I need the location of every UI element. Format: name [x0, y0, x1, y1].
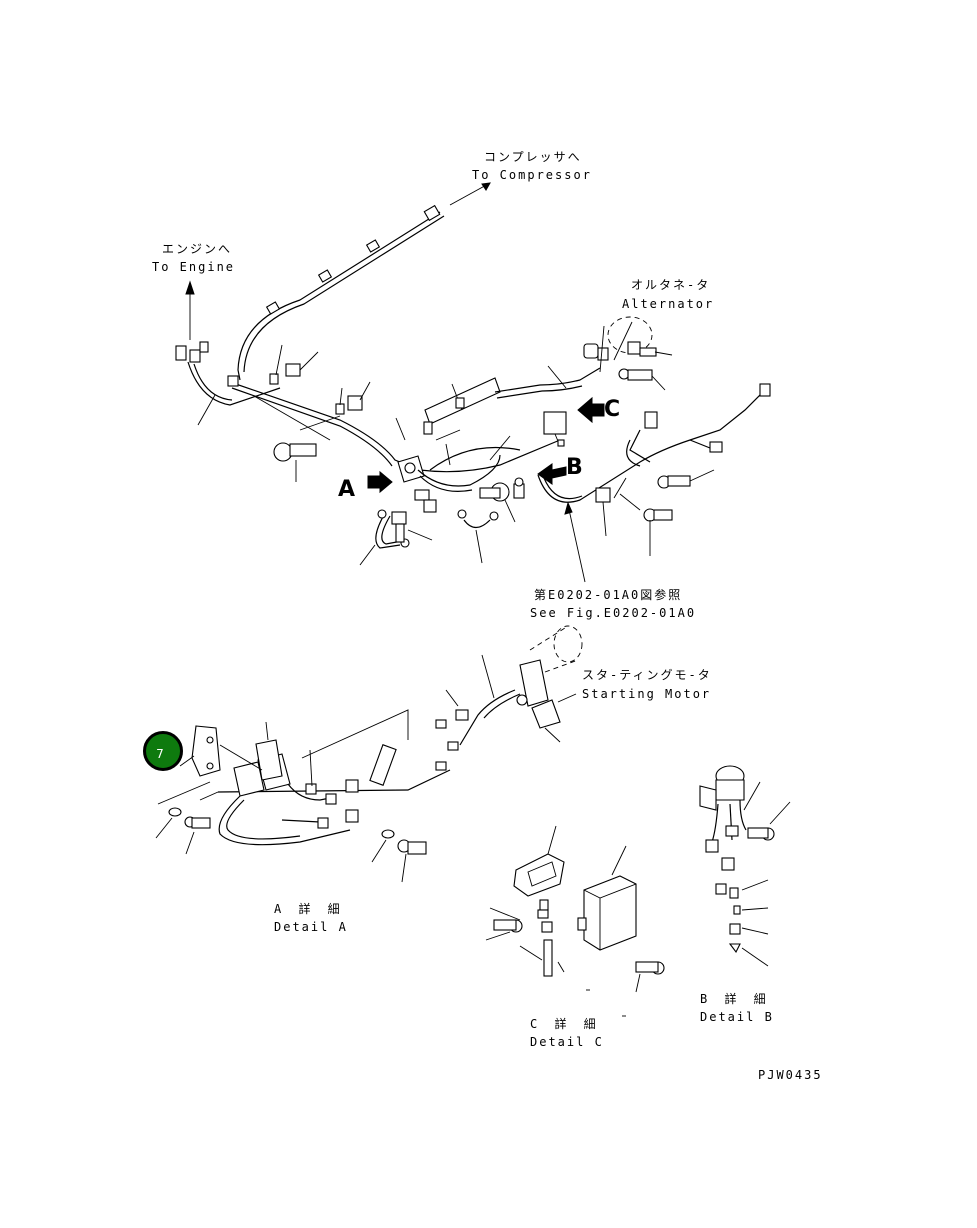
- detail-b-label-jp: B 詳 細: [700, 992, 768, 1006]
- starting-motor-assembly: [435, 625, 583, 771]
- to-engine-label: To Engine: [152, 260, 236, 274]
- starting-motor-label-jp: スタ-ティングモ-タ: [582, 668, 712, 682]
- alternator-label-jp: オルタネ-タ: [631, 278, 711, 292]
- to-engine-label-jp: エンジンへ: [162, 242, 233, 256]
- callout-badge-7[interactable]: 7: [143, 731, 183, 771]
- detail-b-label: Detail B: [700, 1010, 774, 1024]
- to-compressor-label-jp: コンプレッサへ: [484, 150, 582, 164]
- view-marker-c: C: [604, 397, 621, 422]
- detail-a-label: Detail A: [274, 920, 348, 934]
- drawing-code: PJW0435: [758, 1068, 823, 1082]
- see-fig-label: See Fig.E0202-01A0: [530, 606, 697, 620]
- to-compressor-label: To Compressor: [472, 168, 592, 182]
- main-harness: [175, 182, 771, 583]
- view-marker-a: A: [338, 477, 356, 502]
- detail-b-assembly: [699, 765, 791, 967]
- detail-c-label: Detail C: [530, 1035, 604, 1049]
- detail-c-assembly: [485, 825, 665, 1017]
- detail-c-label-jp: C 詳 細: [530, 1017, 598, 1031]
- view-marker-b: B: [566, 455, 583, 480]
- see-fig-label-jp: 第E0202-01A0図参照: [534, 588, 683, 602]
- starting-motor-label: Starting Motor: [582, 687, 712, 701]
- detail-a-assembly: [155, 709, 451, 883]
- alternator-label: Alternator: [622, 297, 715, 311]
- detail-a-label-jp: A 詳 細: [274, 902, 342, 916]
- view-arrows: [367, 396, 605, 494]
